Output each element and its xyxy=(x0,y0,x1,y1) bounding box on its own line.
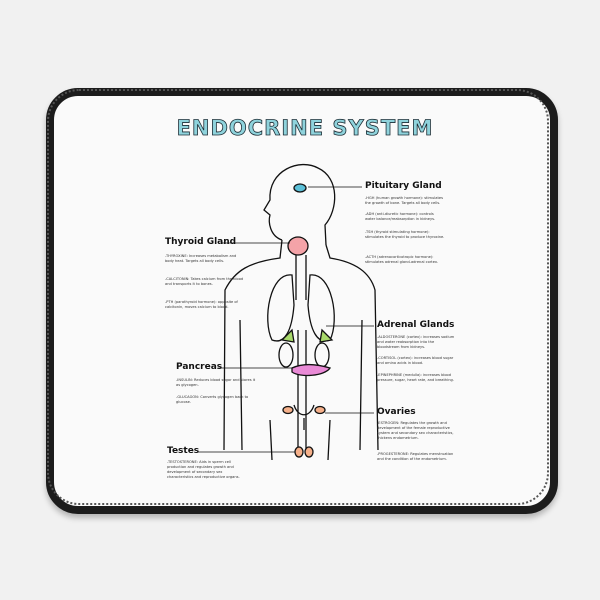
pancreas-note: -GLUCAGON: Converts glycogen back to glu… xyxy=(176,395,249,404)
adrenal-note: -CORTISOL (cortex): increases blood suga… xyxy=(377,356,454,365)
diagram-title: ENDOCRINE SYSTEM xyxy=(176,116,434,141)
uterus xyxy=(293,404,315,430)
head-outline xyxy=(263,163,336,246)
pituitary-gland xyxy=(293,183,307,193)
pituitary-note: -ACTH (adrenocorticotropic hormone): sti… xyxy=(365,255,439,264)
ovary-left xyxy=(282,405,294,415)
kidney-left xyxy=(278,342,294,368)
adrenal-note: -EPINEPHRINE (medulla): increases blood … xyxy=(377,373,454,382)
thyroid-note: -THYROXINE: Increases metabolism and bod… xyxy=(165,254,237,263)
thyroid-gland xyxy=(287,236,309,256)
testes-heading: Testes xyxy=(167,446,200,456)
trachea xyxy=(295,255,307,300)
pancreas-heading: Pancreas xyxy=(176,362,223,372)
arm-inner xyxy=(239,319,363,451)
adrenal-gland-right xyxy=(319,328,334,343)
pituitary-note: -ADH (anti-diuretic hormone): controls w… xyxy=(365,212,436,221)
legs xyxy=(269,419,331,461)
thyroid-note: -PTH (parathyroid hormone): opposite of … xyxy=(165,300,238,309)
ovaries-heading: Ovaries xyxy=(377,407,416,417)
testes-note: -TESTOSTERONE: Aids in sperm cell produc… xyxy=(167,460,240,479)
adrenal-heading: Adrenal Glands xyxy=(377,320,455,330)
adrenal-note: -ALDOSTERONE (cortex): increases sodium … xyxy=(377,335,455,349)
aorta xyxy=(297,330,307,450)
testis-right xyxy=(304,446,314,458)
pituitary-note: -TSH (thyroid stimulating hormone): stim… xyxy=(365,230,445,239)
testis-left xyxy=(294,446,304,458)
ovaries-note: -PROGESTERONE: Regulates menstruation an… xyxy=(377,452,454,461)
pituitary-heading: Pituitary Gland xyxy=(365,181,442,191)
ovaries-note: -ESTROGEN: Regulates the growth and deve… xyxy=(377,421,454,440)
kidney-right xyxy=(314,342,330,368)
lung-right xyxy=(307,274,335,342)
pancreas xyxy=(291,363,332,377)
adrenal-gland-left xyxy=(280,328,295,343)
thyroid-note: -CALCITONIN: Takes calcium from the bloo… xyxy=(165,277,244,286)
mouse-pad xyxy=(46,88,558,514)
torso-outline xyxy=(223,239,379,451)
pancreas-note: -INSULIN: Reduces blood sugar and stores… xyxy=(176,378,256,387)
lung-left xyxy=(267,274,295,342)
pituitary-note: -HGH (human growth hormone): stimulates … xyxy=(365,196,443,205)
leader-lines xyxy=(198,186,374,453)
ovary-right xyxy=(314,405,326,415)
thyroid-heading: Thyroid Gland xyxy=(165,237,237,247)
